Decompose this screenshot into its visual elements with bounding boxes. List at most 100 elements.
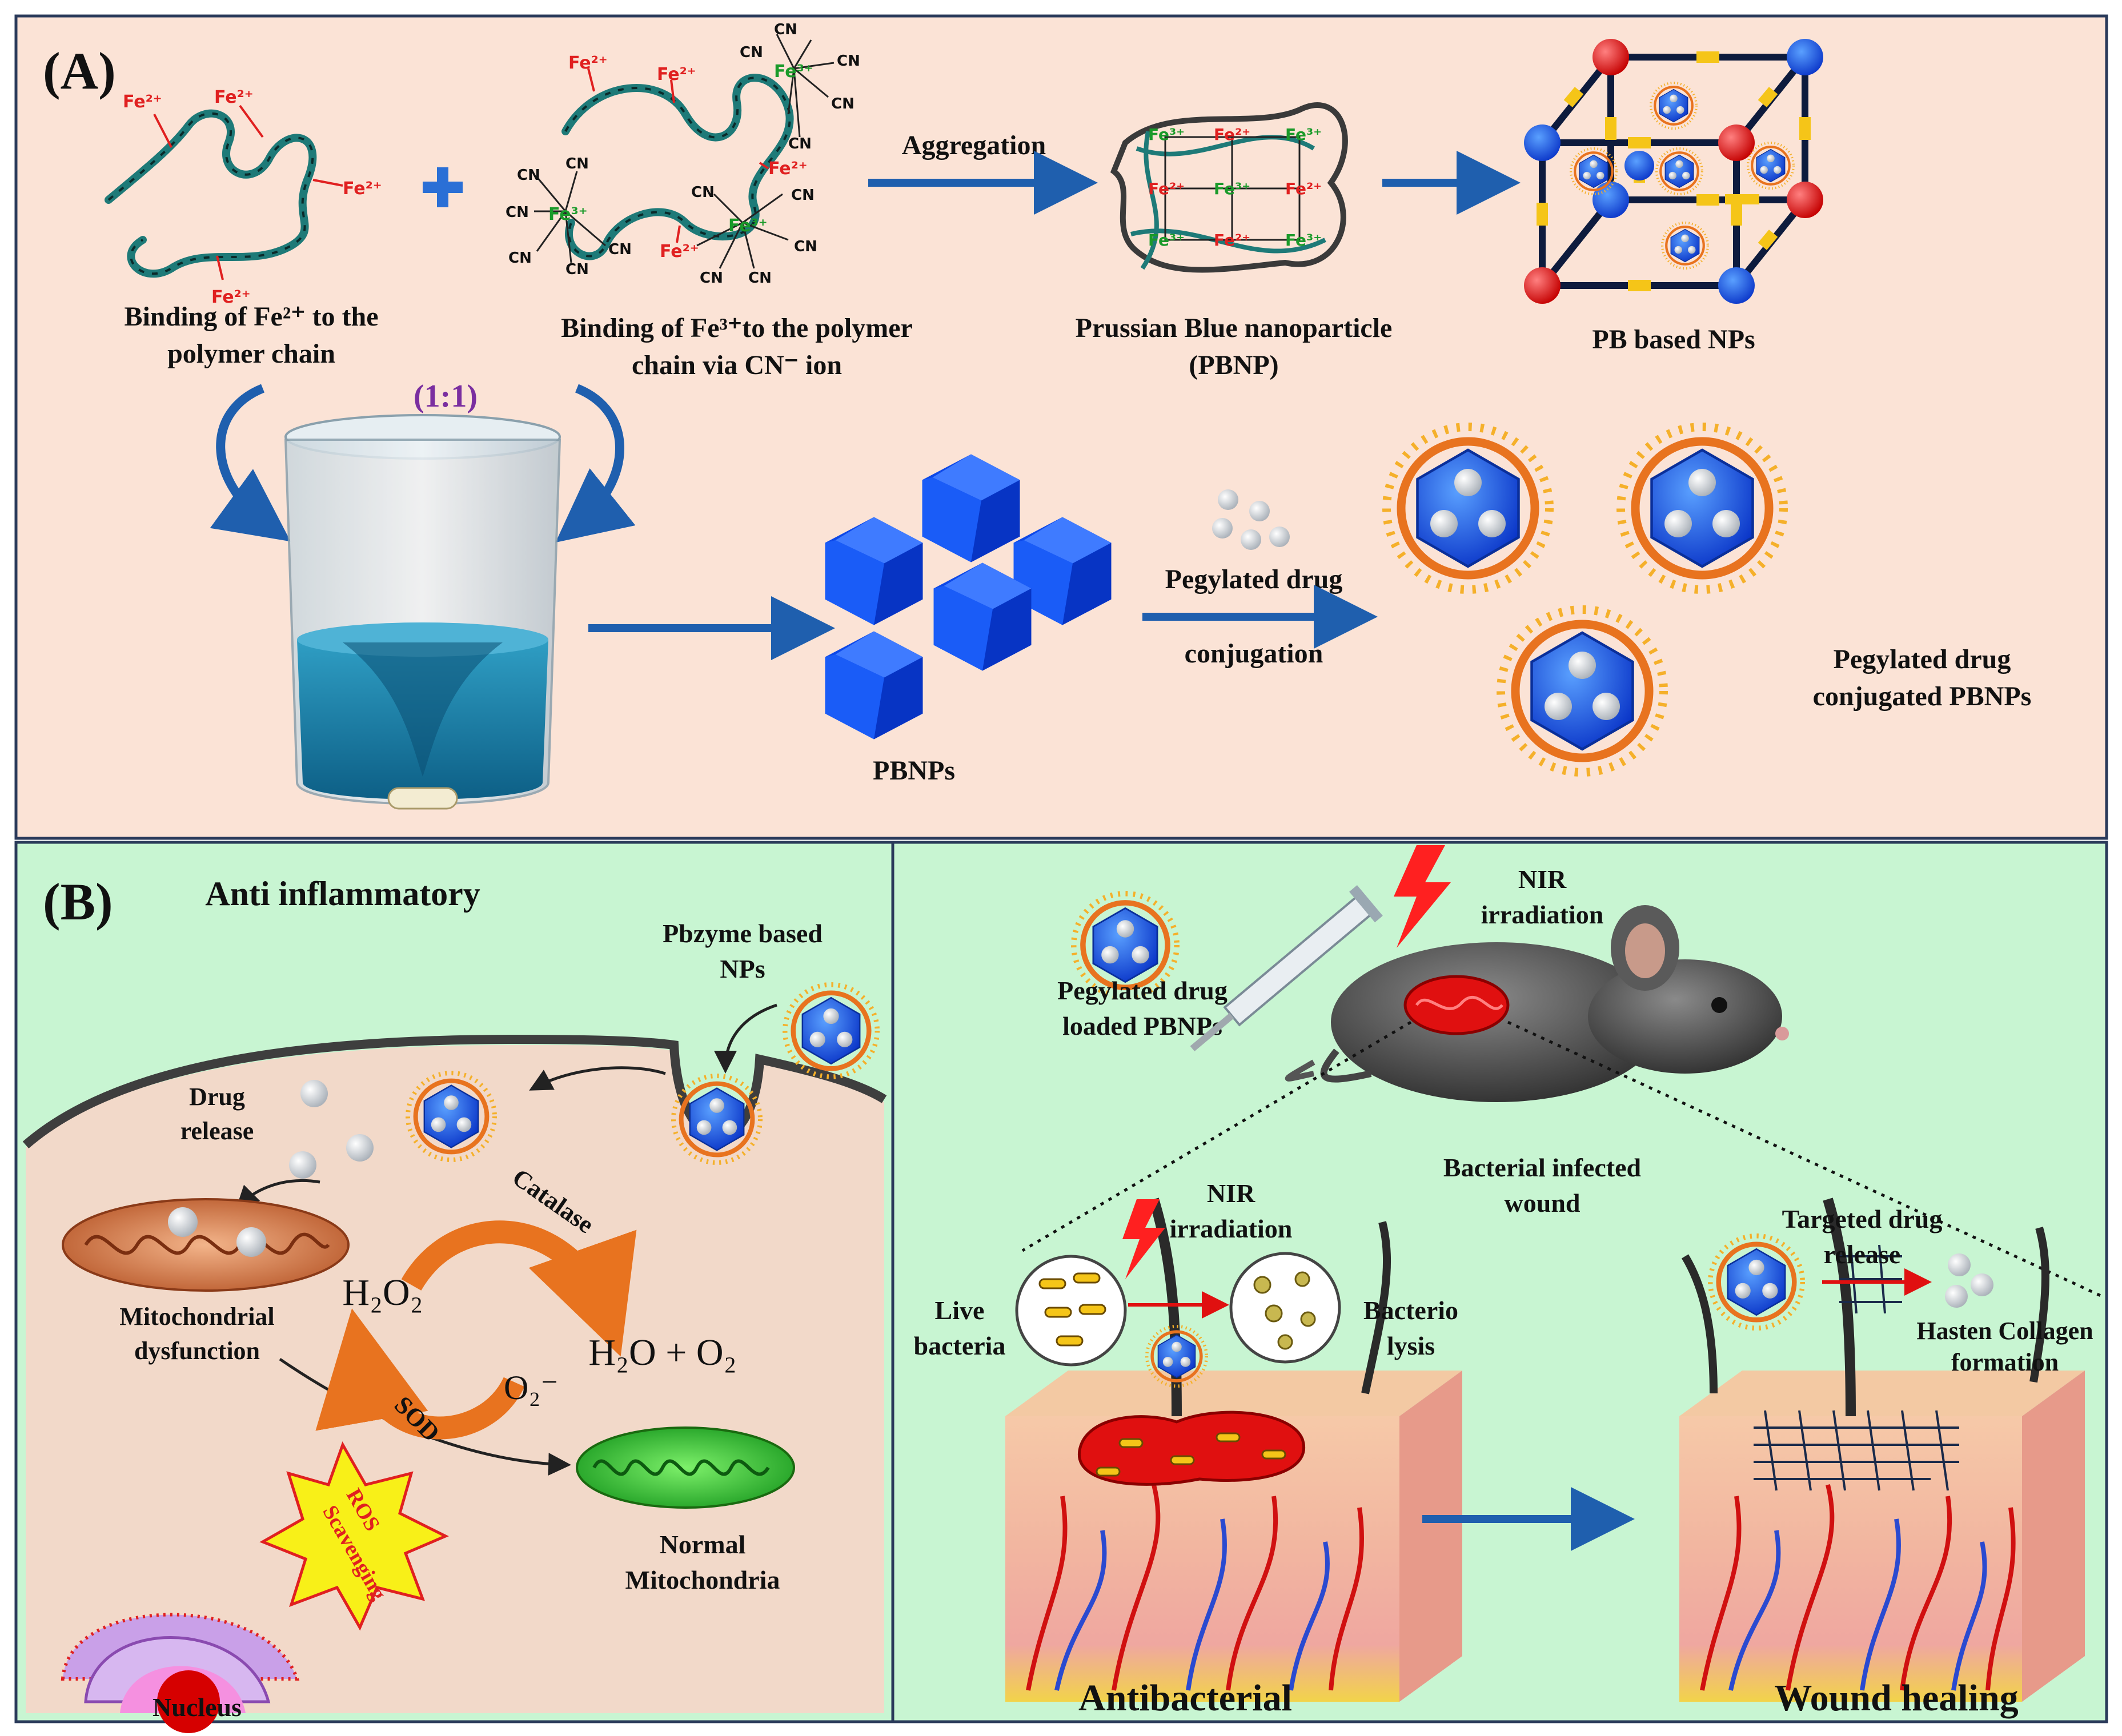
catalase-arrow bbox=[401, 1220, 637, 1357]
normal-mito-label-1: Normal bbox=[660, 1530, 746, 1559]
nir-lightning-mid bbox=[1122, 1199, 1165, 1279]
conjugated-pbnps-label-1: Pegylated drug bbox=[1834, 644, 2011, 674]
h2o2-label: H₂O₂ bbox=[342, 1272, 423, 1313]
zoom-line-left bbox=[1021, 1020, 1412, 1252]
live-bacteria-label-1: Live bbox=[935, 1296, 985, 1325]
fe2-ion-label: Fe²⁺ bbox=[1285, 179, 1322, 198]
cn-ligand-label: CN bbox=[608, 241, 632, 258]
drug-release-label-2: release bbox=[180, 1117, 254, 1145]
drug-release-label-1: Drug bbox=[189, 1083, 245, 1111]
panel-a-tag: (A) bbox=[43, 42, 116, 100]
internalization-arrow bbox=[529, 1066, 666, 1091]
nir-top-label-2: irradiation bbox=[1481, 900, 1604, 929]
cn-ligand-label: CN bbox=[508, 250, 532, 267]
cn-ligand-label: CN bbox=[700, 270, 723, 287]
anti-inflammatory-title: Anti inflammatory bbox=[205, 875, 480, 913]
fe3-ion-label: Fe³⁺ bbox=[774, 62, 813, 82]
fe2-binding-label-1: Binding of Fe²⁺ to the bbox=[124, 302, 378, 332]
mouse bbox=[1285, 905, 1789, 1102]
cn-ligand-label: CN bbox=[794, 238, 817, 255]
ratio-label: (1:1) bbox=[414, 379, 478, 414]
panel-b-tag: (B) bbox=[43, 873, 113, 931]
collagen-label-2: formation bbox=[1951, 1348, 2059, 1376]
nucleus-label: Nucleus bbox=[153, 1693, 242, 1722]
cn-ligand-label: CN bbox=[788, 135, 812, 152]
cn-ligand-label: CN bbox=[506, 204, 529, 221]
fe2-ion-label: Fe²⁺ bbox=[768, 159, 808, 179]
cn-ligand-label: CN bbox=[748, 270, 772, 287]
cn-ligand-label: CN bbox=[565, 261, 589, 278]
collagen-label-1: Hasten Collagen bbox=[1916, 1317, 2093, 1345]
released-drug-healed bbox=[1945, 1253, 1993, 1308]
fe3-ion-label: Fe³⁺ bbox=[1214, 179, 1250, 198]
cn-ligand-label: CN bbox=[831, 95, 855, 112]
pb-based-nps-label: PB based NPs bbox=[1592, 324, 1755, 355]
nir-mid-label-1: NIR bbox=[1207, 1179, 1255, 1208]
normal-mitochondrion bbox=[576, 1426, 795, 1509]
plus-icon bbox=[423, 167, 463, 207]
fe3-ion-label: Fe³⁺ bbox=[1285, 125, 1322, 144]
fe2-binding-label-2: polymer chain bbox=[167, 339, 335, 369]
peg-loaded-label-2: loaded PBNPs bbox=[1062, 1011, 1222, 1040]
infected-wound-label-1: Bacterial infected bbox=[1443, 1153, 1642, 1182]
live-bacteria-label-2: bacteria bbox=[914, 1331, 1006, 1360]
fe3-ion-label: Fe³⁺ bbox=[728, 216, 768, 236]
lysed-bacteria-circle bbox=[1229, 1252, 1341, 1364]
beaker bbox=[284, 414, 561, 810]
drug-molecules bbox=[1212, 489, 1290, 550]
infected-wound-label-2: wound bbox=[1505, 1188, 1581, 1217]
aggregation-label: Aggregation bbox=[902, 130, 1046, 160]
peg-loaded-label-1: Pegylated drug bbox=[1057, 976, 1228, 1005]
fe2-ion-label: Fe²⁺ bbox=[568, 53, 608, 73]
fe2-ion-label: Fe²⁺ bbox=[214, 87, 254, 107]
pegylated-drug-label: Pegylated drug bbox=[1165, 564, 1343, 594]
cn-ligand-label: CN bbox=[740, 44, 763, 61]
cn-ligand-label: CN bbox=[837, 53, 860, 70]
fe2-ion-label: Fe²⁺ bbox=[211, 287, 251, 307]
nir-lightning-top bbox=[1394, 845, 1451, 948]
pb-lattice-cube bbox=[1524, 39, 1823, 304]
curved-arrow-left bbox=[210, 384, 291, 542]
cn-ligand-label: CN bbox=[791, 187, 815, 204]
fe3-binding-label-1: Binding of Fe³⁺to the polymer bbox=[561, 313, 913, 343]
syringe bbox=[1190, 885, 1383, 1052]
cn-ligand-label: CN bbox=[517, 167, 540, 184]
released-drug bbox=[289, 1080, 374, 1179]
uptake-arrow bbox=[714, 1003, 777, 1074]
mito-dysfunction-label-2: dysfunction bbox=[134, 1337, 260, 1365]
antibacterial-label: Antibacterial bbox=[1078, 1677, 1292, 1719]
conjugation-label: conjugation bbox=[1185, 638, 1323, 669]
nucleus bbox=[61, 1613, 300, 1733]
pbnp-label-2: (PBNP) bbox=[1189, 350, 1278, 380]
nir-mid-label-2: irradiation bbox=[1170, 1214, 1293, 1243]
bacteriolysis-label-1: Bacterio bbox=[1363, 1296, 1458, 1325]
targeted-release-label-1: Targeted drug bbox=[1782, 1204, 1943, 1233]
fe3-binding-label-2: chain via CN⁻ ion bbox=[632, 350, 842, 380]
targeted-release-label-2: release bbox=[1824, 1240, 1901, 1269]
pbnps-label: PBNPs bbox=[873, 756, 955, 786]
cn-ligand-label: CN bbox=[565, 155, 589, 172]
bacteriolysis-label-2: lysis bbox=[1387, 1331, 1435, 1360]
superoxide-label: O₂⁻ bbox=[504, 1369, 559, 1407]
fe2-ion-label: Fe²⁺ bbox=[1214, 125, 1250, 144]
fe2-ion-label: Fe²⁺ bbox=[660, 242, 699, 262]
fe2-ion-label: Fe²⁺ bbox=[1148, 179, 1185, 198]
fe2-ion-label: Fe²⁺ bbox=[123, 92, 162, 112]
fe3-ion-label: Fe³⁺ bbox=[548, 204, 588, 224]
fe3-ion-label: Fe³⁺ bbox=[1148, 125, 1185, 144]
pbnp-label-1: Prussian Blue nanoparticle bbox=[1076, 313, 1393, 343]
cell-membrane bbox=[22, 1034, 887, 1149]
cn-ligand-label: CN bbox=[691, 184, 715, 201]
release-arrow bbox=[235, 1179, 320, 1209]
wound-healing-label: Wound healing bbox=[1774, 1677, 2018, 1719]
fe3-ion-label: Fe³⁺ bbox=[1148, 231, 1185, 250]
h2o-o2-label: H₂O + O₂ bbox=[588, 1332, 736, 1373]
pbzyme-label-1: Pbzyme based bbox=[663, 919, 823, 948]
pbzyme-label-2: NPs bbox=[720, 954, 765, 983]
fe2-ion-label: Fe²⁺ bbox=[343, 179, 382, 199]
normal-mito-label-2: Mitochondria bbox=[625, 1565, 780, 1594]
curved-arrow-right bbox=[555, 384, 636, 543]
dysfunctional-mitochondrion bbox=[62, 1198, 350, 1292]
